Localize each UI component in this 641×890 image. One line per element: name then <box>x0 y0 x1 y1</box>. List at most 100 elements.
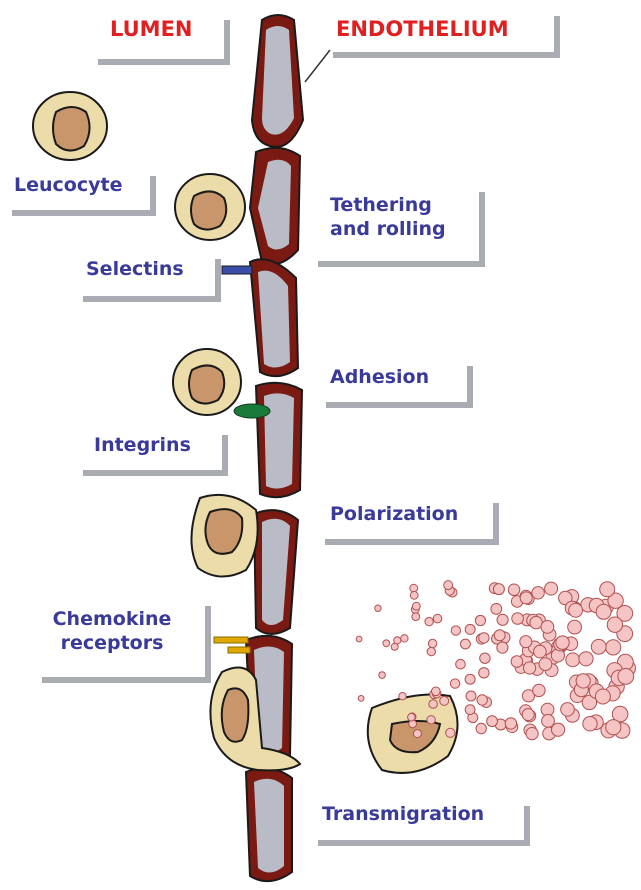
chemokine-receptors-label: Chemokine receptors <box>44 608 180 656</box>
chemokine-label-line-1: Chemokine <box>44 608 180 632</box>
integrin-molecule <box>234 404 270 418</box>
chemokine-particle <box>541 621 554 634</box>
chemokine-particle <box>465 624 475 634</box>
chemokine-particle <box>512 613 524 625</box>
chemokine-particle <box>579 652 593 666</box>
chemokine-particle <box>534 645 547 658</box>
chemokine-particle <box>427 716 435 724</box>
chemokine-particle <box>607 617 622 632</box>
chemokine-label-line-2: receptors <box>44 632 180 656</box>
chemokine-particle <box>444 581 453 590</box>
chemokine-particle <box>569 603 583 617</box>
chemokine-particle <box>466 691 476 701</box>
tethering-label-line-1: Tethering <box>330 194 446 218</box>
chemokine-particle <box>606 720 621 735</box>
chemokine-particle <box>446 728 455 737</box>
chemokine-particle <box>539 658 552 671</box>
chemokine-particle <box>596 604 611 619</box>
endothelial-cell-7 <box>246 768 292 881</box>
chemokine-particle <box>432 687 441 696</box>
chemokine-particle <box>556 636 569 649</box>
endothelial-cell-3 <box>250 259 298 376</box>
chemokine-particle <box>520 592 532 604</box>
chemokine-particle <box>494 630 505 641</box>
chemokine-particle <box>440 696 449 705</box>
chemokine-particle <box>576 674 590 688</box>
chemokine-particle <box>375 605 381 611</box>
chemokine-particle <box>412 613 420 621</box>
chemokine-particle <box>401 635 408 642</box>
chemokine-particle <box>480 653 490 663</box>
endothelial-cell-5 <box>254 510 298 634</box>
endothelial-cell-4 <box>256 383 302 497</box>
leucocyte-adhering <box>173 349 241 415</box>
chemokine-particle <box>595 689 610 704</box>
endothelial-cell-1 <box>252 15 303 147</box>
chemokine-particle <box>566 653 580 667</box>
chemokine-particle <box>456 659 466 669</box>
chemokine-particle <box>429 700 438 709</box>
leucocyte-rolling <box>175 174 245 240</box>
chemokine-particle <box>477 695 487 705</box>
chemokine-particle <box>568 620 582 634</box>
chemokine-particle <box>394 637 401 644</box>
chemokine-particle <box>479 668 489 678</box>
chemokine-particle <box>591 639 606 654</box>
chemokine-particle <box>465 674 475 684</box>
transmigration-label: Transmigration <box>322 803 484 827</box>
chemokine-particle <box>479 633 489 643</box>
endothelial-cell-2 <box>250 148 300 264</box>
tethering-label: Tethering and rolling <box>330 194 446 242</box>
chemokine-particle <box>600 582 615 597</box>
selectins-label: Selectins <box>86 258 184 282</box>
lumen-label: LUMEN <box>110 16 193 42</box>
leucocyte-polarizing <box>191 495 257 577</box>
chemokine-particle <box>606 640 621 655</box>
chemokine-particle <box>465 705 475 715</box>
chemokine-particle <box>427 647 435 655</box>
chemokine-particle <box>379 672 386 679</box>
chemokine-receptor-molecules <box>214 637 250 653</box>
chemokine-particle <box>561 703 575 717</box>
chemokine-particle <box>530 616 542 628</box>
integrins-label: Integrins <box>94 434 191 458</box>
chemokine-particle <box>413 730 421 738</box>
polarization-label: Polarization <box>330 503 458 527</box>
chemokine-particle <box>358 696 364 702</box>
chemokine-particle <box>475 615 485 625</box>
chemokine-particle <box>410 591 418 599</box>
chemokine-particle <box>433 614 442 623</box>
chemokine-particle <box>533 684 545 696</box>
chemokine-particle <box>520 636 532 648</box>
chemokine-particle <box>508 584 520 596</box>
chemokine-particle <box>412 602 420 610</box>
chemokine-particle <box>461 639 471 649</box>
chemokine-particle <box>545 582 558 595</box>
tethering-label-line-2: and rolling <box>330 218 446 242</box>
chemokine-particle <box>450 679 459 688</box>
chemokine-particle <box>493 584 504 595</box>
chemokine-particle <box>505 718 516 729</box>
adhesion-label: Adhesion <box>330 366 429 390</box>
chemokine-particle <box>399 693 406 700</box>
chemokine-particle <box>532 587 544 599</box>
chemokine-particle <box>428 639 436 647</box>
leucocyte-free <box>33 92 107 160</box>
chemokine-particle <box>497 642 508 653</box>
chemokine-particle <box>524 662 536 674</box>
chemokine-particle <box>511 656 523 668</box>
chemokine-particle <box>487 716 498 727</box>
endothelium-label: ENDOTHELIUM <box>336 16 509 42</box>
chemokine-particle <box>491 604 502 615</box>
leucocyte-migrated <box>368 695 458 773</box>
chemokine-particle <box>522 709 534 721</box>
chemokine-particle <box>451 626 460 635</box>
chemokine-particle <box>408 713 416 721</box>
chemokine-particle <box>476 723 486 733</box>
chemokine-particle <box>583 717 597 731</box>
chemokine-particle <box>383 640 390 647</box>
chemokine-particle <box>526 728 538 740</box>
leucocyte-label: Leucocyte <box>14 174 122 198</box>
chemokine-particle <box>618 669 634 685</box>
